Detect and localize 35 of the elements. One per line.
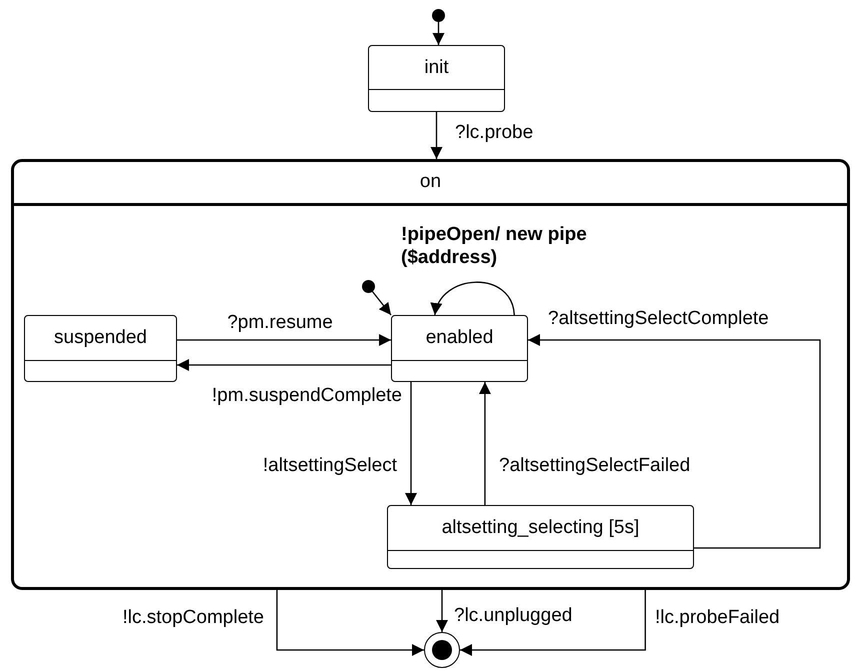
transition-arrow <box>432 282 515 316</box>
state-box <box>368 45 505 112</box>
edge-label: !lc.probeFailed <box>655 607 780 630</box>
edge-label: ?lc.unplugged <box>454 605 572 628</box>
transition-arrow <box>276 590 424 656</box>
state-name: on <box>418 172 442 191</box>
edge-label: !pm.suspendComplete <box>212 385 402 408</box>
edge-label: ?altsettingSelectFailed <box>499 455 690 478</box>
state-box <box>387 505 694 569</box>
transition-arrow <box>460 590 646 656</box>
transition-arrow <box>528 334 821 549</box>
transition-arrow <box>436 590 448 632</box>
transition-arrow <box>405 382 417 505</box>
transition-arrow <box>177 334 391 346</box>
final-state-marker <box>424 632 460 668</box>
edge-label: !altsettingSelect <box>262 455 397 478</box>
state-name: enabled <box>424 328 494 347</box>
transition-arrow <box>432 22 444 45</box>
state-name: suspended <box>53 328 148 347</box>
state-name: init <box>423 58 450 77</box>
edge-label: ?lc.probe <box>455 122 534 145</box>
transition-arrow <box>478 382 491 505</box>
state-box <box>391 315 528 382</box>
edge-label: ?altsettingSelectComplete <box>548 308 769 331</box>
transition-arrow <box>372 291 392 316</box>
edge-label: !pipeOpen/ new pipe ($address) <box>401 224 588 270</box>
transition-arrow <box>177 358 391 371</box>
transition-arrow <box>430 112 442 159</box>
edge-label: !lc.stopComplete <box>122 607 264 630</box>
initial-state-dot <box>362 280 375 293</box>
initial-state-dot <box>432 9 445 22</box>
state-box <box>24 315 177 382</box>
state-name: altsetting_selecting [5s] <box>440 518 640 537</box>
composite-state-box <box>11 159 850 590</box>
edge-label: ?pm.resume <box>227 312 333 335</box>
